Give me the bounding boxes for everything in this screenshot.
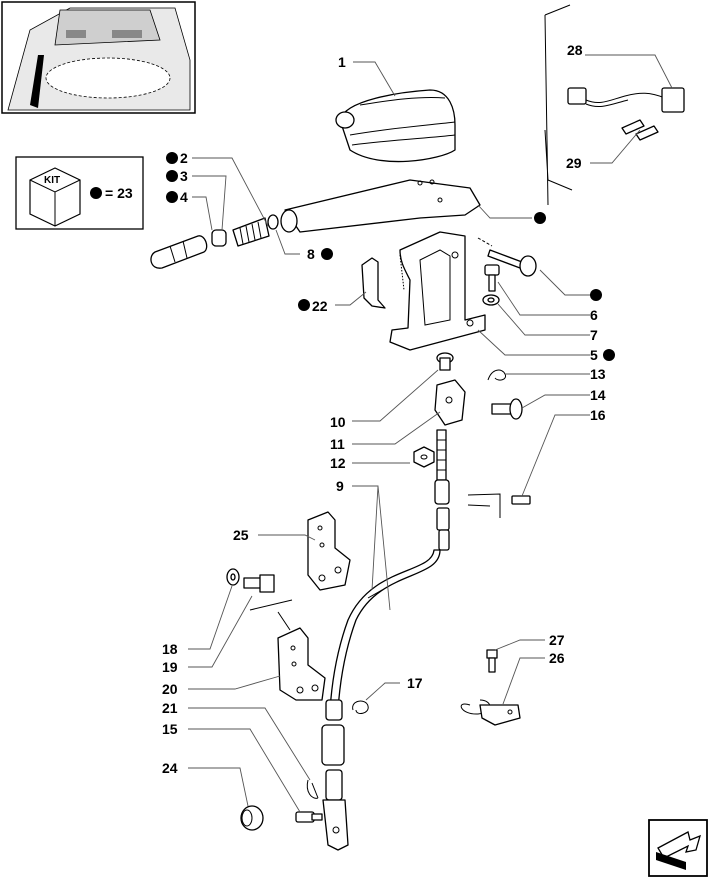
part-7-washer bbox=[482, 294, 500, 306]
part-15-pin bbox=[295, 811, 323, 823]
kit-equals-text: = 23 bbox=[105, 185, 133, 201]
callout-14: 14 bbox=[590, 387, 606, 403]
callout-21: 21 bbox=[162, 700, 178, 716]
callout-22: 22 bbox=[312, 298, 328, 314]
part-19-bolt bbox=[243, 574, 275, 593]
part-9-cable bbox=[321, 429, 450, 851]
callout-28: 28 bbox=[567, 42, 583, 58]
leader-lines bbox=[188, 54, 673, 813]
part-18-washer bbox=[226, 568, 240, 586]
callout-10: 10 bbox=[330, 414, 346, 430]
callout-20: 20 bbox=[162, 681, 178, 697]
part-1-boot bbox=[335, 89, 456, 163]
callout-18: 18 bbox=[162, 641, 178, 657]
part-29-screws bbox=[621, 119, 659, 141]
part-14-clevis-pin bbox=[491, 398, 523, 420]
part-21-split-pin bbox=[306, 779, 319, 799]
part-17-clip bbox=[352, 700, 369, 714]
part-24-bush bbox=[240, 805, 264, 831]
callout-29: 29 bbox=[566, 155, 582, 171]
part-pin-upper bbox=[477, 237, 537, 277]
part-6-bolt bbox=[484, 264, 500, 292]
callout-9: 9 bbox=[336, 478, 344, 494]
part-3-button bbox=[211, 229, 227, 247]
part-4-grip bbox=[150, 235, 208, 269]
part-11-clevis bbox=[434, 379, 466, 426]
part-20-bracket bbox=[249, 599, 326, 701]
callout-13: 13 bbox=[590, 366, 606, 382]
callout-3: 3 bbox=[180, 168, 188, 184]
part-28-switch-harness bbox=[567, 87, 685, 113]
kit-label: KIT bbox=[44, 175, 60, 186]
callout-5: 5 bbox=[590, 347, 598, 363]
callout-19: 19 bbox=[162, 659, 178, 675]
next-page-arrow-icon[interactable] bbox=[648, 819, 708, 877]
callout-17: 17 bbox=[407, 675, 423, 691]
part-5-quadrant-bracket bbox=[389, 231, 486, 351]
part-8-ring bbox=[267, 214, 279, 230]
callout-7: 7 bbox=[590, 327, 598, 343]
kit-legend-box: KIT = 23 bbox=[15, 156, 144, 230]
part-16-screw bbox=[467, 493, 531, 518]
part-27-bolt bbox=[486, 649, 498, 673]
location-thumbnail bbox=[1, 1, 196, 114]
callout-24: 24 bbox=[162, 760, 178, 776]
callout-26: 26 bbox=[549, 650, 565, 666]
callout-4: 4 bbox=[180, 189, 188, 205]
callout-12: 12 bbox=[330, 455, 346, 471]
callout-16: 16 bbox=[590, 407, 606, 423]
kit-markers bbox=[166, 152, 615, 361]
part-12-nut bbox=[413, 446, 435, 468]
part-25-bracket bbox=[307, 511, 351, 591]
callout-8: 8 bbox=[307, 246, 315, 262]
callout-15: 15 bbox=[162, 721, 178, 737]
part-2-spring bbox=[232, 217, 270, 247]
part-26-cable-bracket bbox=[460, 699, 521, 726]
part-lever bbox=[280, 179, 481, 233]
part-10-pin bbox=[436, 352, 454, 371]
part-13-spring-clip bbox=[487, 369, 507, 381]
callout-27: 27 bbox=[549, 632, 565, 648]
callout-25: 25 bbox=[233, 527, 249, 543]
callout-labels: 1 2 3 4 5 6 7 8 9 10 11 12 13 14 15 16 1… bbox=[162, 42, 606, 776]
callout-1: 1 bbox=[338, 54, 346, 70]
callout-11: 11 bbox=[330, 436, 345, 452]
callout-6: 6 bbox=[590, 307, 598, 323]
part-22-clip bbox=[361, 257, 386, 309]
callout-2: 2 bbox=[180, 150, 188, 166]
